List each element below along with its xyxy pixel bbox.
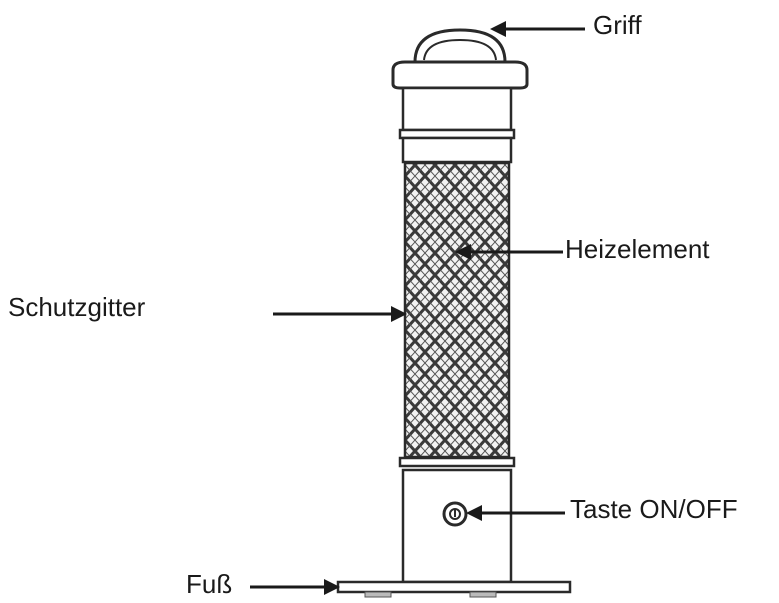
arrow-griff	[490, 21, 585, 37]
label-schutzgitter: Schutzgitter	[8, 292, 146, 322]
upper-tube	[398, 86, 516, 164]
label-heizelement: Heizelement	[565, 234, 710, 264]
top-cap	[391, 60, 529, 90]
base	[336, 580, 572, 598]
label-taste-on-off: Taste ON/OFF	[570, 494, 738, 524]
on-off-button	[442, 501, 468, 527]
arrow-schutzgitter	[273, 306, 407, 322]
handle	[413, 28, 507, 63]
label-fuss: Fuß	[186, 569, 233, 599]
label-griff: Griff	[593, 10, 642, 40]
arrow-heizelement	[455, 244, 563, 260]
protective-grid	[403, 161, 511, 459]
arrow-fuss	[250, 579, 340, 595]
arrow-taste	[466, 505, 565, 521]
